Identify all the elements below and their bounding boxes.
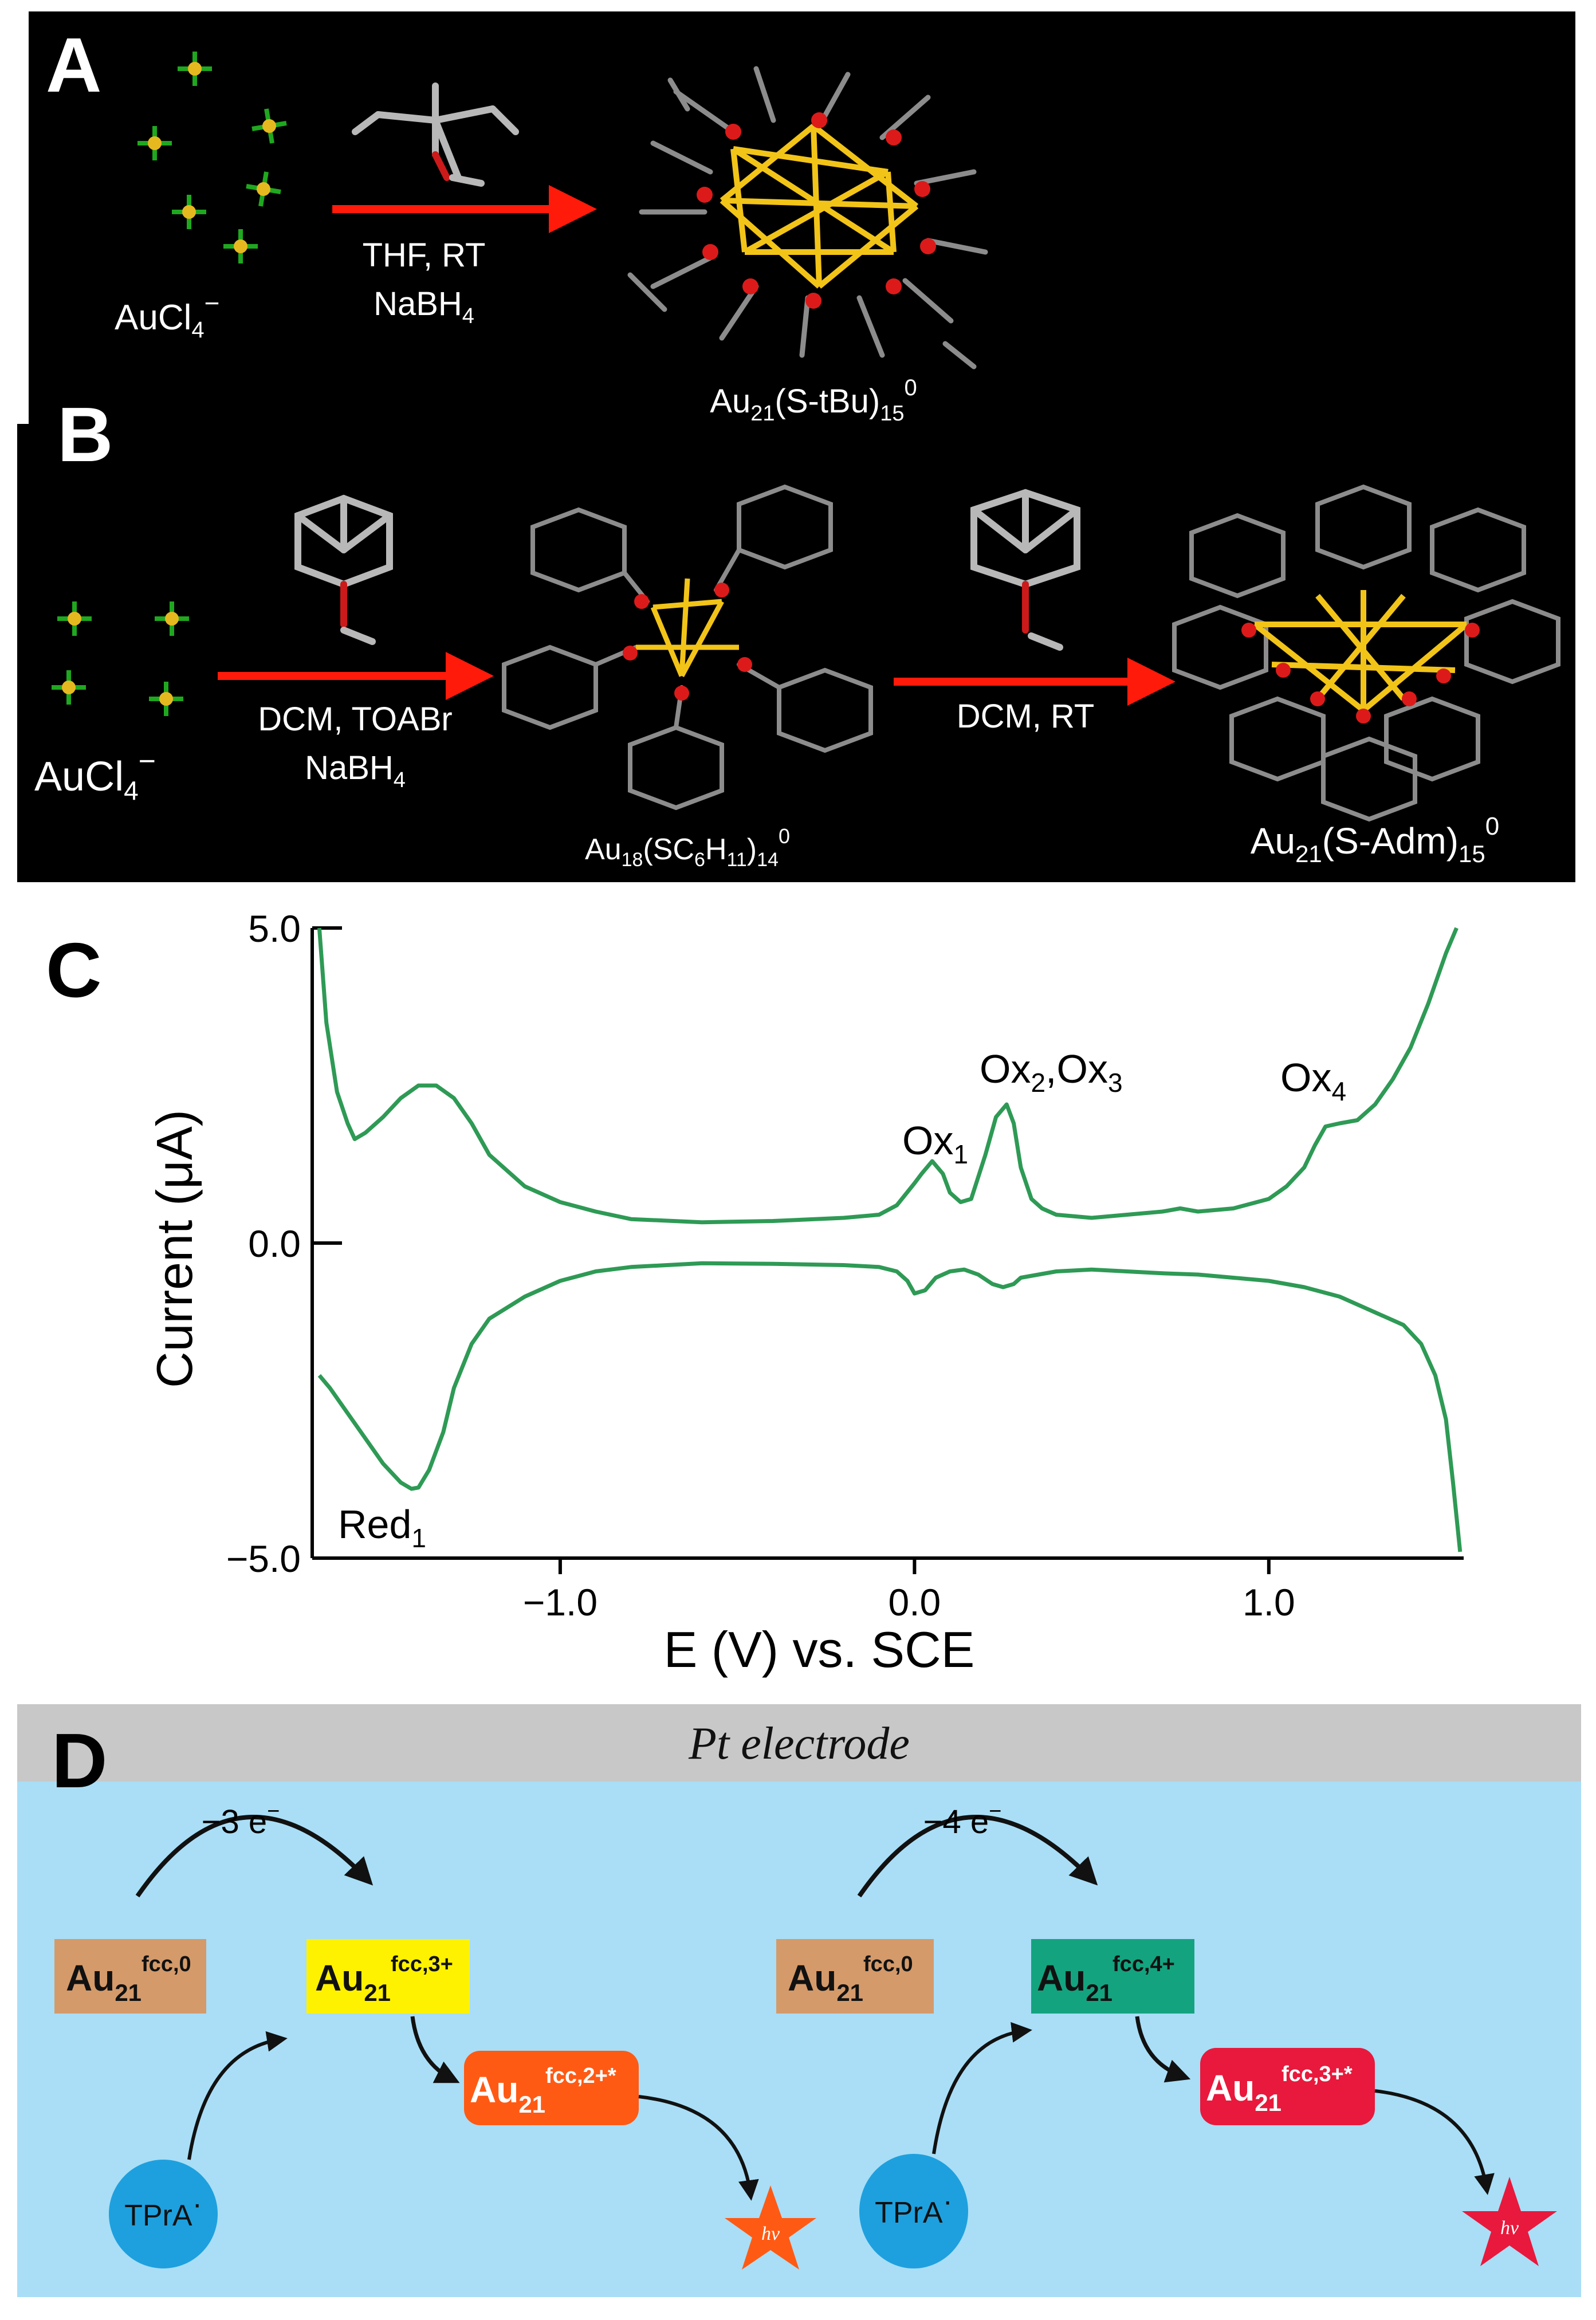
au21-sadm-cluster — [1172, 484, 1560, 822]
peak-label-red1: Red1 — [338, 1502, 426, 1553]
box-au21-fcc0-left — [54, 1939, 206, 2014]
cv-chart-axes: −1.0 0.0 1.0 5.0 0.0 −5.0 — [226, 907, 1464, 1623]
panel-b-letter: B — [57, 391, 113, 478]
emission-arrow-right — [1374, 2089, 1495, 2195]
excitation-arrow-right — [1135, 2016, 1191, 2083]
box-au21-fcc3plus — [306, 1939, 470, 2014]
label-au21-fcc3plus-excited: Au21fcc,3+* — [1206, 2062, 1353, 2116]
tpra-radical-right — [859, 2154, 968, 2268]
cv-cathodic-trace — [317, 1261, 1463, 1552]
scheme-right: −4 e− Au21fcc,0 Au21fcc,4+ Au21fcc,3+* T… — [776, 1799, 1557, 2268]
panel-b-step1-line2: NaBH4 — [305, 749, 406, 792]
peak-label-ox1: Ox1 — [902, 1118, 968, 1169]
box-au21-fcc3plus-excited — [1200, 2048, 1375, 2125]
aucl4-molecules-a — [137, 52, 287, 264]
cv-x-axis-title: E (V) vs. SCE — [664, 1621, 975, 1678]
cv-y-axis-title: Current (μA) — [146, 1110, 203, 1388]
emission-arrow-left — [638, 2095, 759, 2201]
tpra-radical-left — [109, 2160, 218, 2268]
panel-c-letter: C — [46, 927, 102, 1013]
label-au21-fcc4plus: Au21fcc,4+ — [1037, 1952, 1175, 2006]
cv-chart-series — [317, 927, 1463, 1552]
panel-a-conditions-line2: NaBH4 — [374, 285, 474, 328]
cv-anodic-trace — [317, 927, 1459, 1225]
label-au21-fcc2plus-excited: Au21fcc,2+* — [470, 2064, 616, 2118]
electron-transfer-label-right: −4 e− — [923, 1799, 1002, 1841]
panel-a-product-label: Au21(S-tBu)150 — [710, 375, 917, 426]
panel-b-step2-line1: DCM, RT — [957, 698, 1095, 735]
electron-transfer-label-left: −3 e− — [202, 1799, 280, 1841]
reduction-arrow-right — [932, 2022, 1032, 2154]
panel-b-reactant-label: AuCl4− — [34, 745, 156, 805]
panel-b: B AuCl4− DCM, TOABr NaBH4 — [17, 391, 1575, 882]
panel-b-product-label: Au21(S-Adm)150 — [1251, 812, 1499, 867]
cv-x-tick-label: −1.0 — [523, 1581, 597, 1623]
adamantane-thiol-molecule-2 — [970, 489, 1080, 651]
adamantane-thiol-molecule-1 — [294, 494, 393, 645]
peak-label-ox2-ox3: Ox2,Ox3 — [980, 1047, 1123, 1098]
photon-label-left: hν — [761, 2223, 780, 2244]
label-au21-fcc3plus: Au21fcc,3+ — [315, 1952, 453, 2006]
panel-a: A AuCl4− THF, RT NaBH4 — [29, 11, 1575, 426]
panel-b-background — [17, 424, 1575, 882]
tpra-label-left: TPrA· — [124, 2188, 202, 2232]
cv-y-tick-label: −5.0 — [226, 1538, 301, 1580]
label-au21-fcc0-left: Au21fcc,0 — [66, 1952, 191, 2006]
photon-label-right: hν — [1500, 2217, 1519, 2239]
tpra-label-right: TPrA· — [875, 2185, 953, 2229]
panel-a-letter: A — [46, 22, 102, 108]
scheme-left: −3 e− Au21fcc,0 Au21fcc,3+ Au21fcc,2+* T… — [54, 1799, 816, 2270]
peak-label-ox4: Ox4 — [1280, 1055, 1346, 1106]
panel-b-intermediate-label: Au18(SC6H11)140 — [585, 824, 790, 871]
excitation-arrow-left — [410, 2016, 460, 2083]
box-au21-fcc4plus — [1031, 1939, 1194, 2014]
cv-x-tick-label: 1.0 — [1243, 1581, 1295, 1623]
au21-stbu-cluster — [627, 66, 988, 369]
cv-y-tick-label: 0.0 — [248, 1222, 301, 1265]
panel-c: C −1.0 0.0 1.0 5.0 0.0 −5.0 E (V) vs. SCE Cur… — [46, 907, 1464, 1678]
cv-y-tick-label: 5.0 — [248, 907, 301, 950]
label-au21-fcc0-right: Au21fcc,0 — [788, 1952, 913, 2006]
electrode-label: Pt electrode — [688, 1719, 910, 1769]
electron-transfer-arrow-left — [135, 1815, 374, 1898]
reduction-arrow-left — [187, 2031, 288, 2160]
box-au21-fcc2plus-excited — [464, 2051, 639, 2125]
box-au21-fcc0-right — [776, 1939, 934, 2014]
panel-a-reactant-label: AuCl4− — [115, 288, 220, 343]
panel-d-letter: D — [52, 1717, 108, 1804]
panel-a-conditions-line1: THF, RT — [363, 237, 486, 274]
cv-x-tick-label: 0.0 — [889, 1581, 941, 1623]
aucl4-molecules-b — [52, 601, 189, 716]
panel-d: Pt electrode D −3 e− Au21fcc,0 Au21fcc,3… — [17, 1704, 1581, 2297]
tbu-thiol-molecule — [352, 82, 519, 187]
photon-star-right — [1462, 2177, 1557, 2266]
au18-cluster — [502, 484, 873, 811]
electrode-bar — [17, 1704, 1581, 1782]
electron-transfer-arrow-right — [857, 1815, 1098, 1898]
photon-star-left — [725, 2185, 816, 2270]
panel-b-step1-line1: DCM, TOABr — [258, 701, 452, 738]
